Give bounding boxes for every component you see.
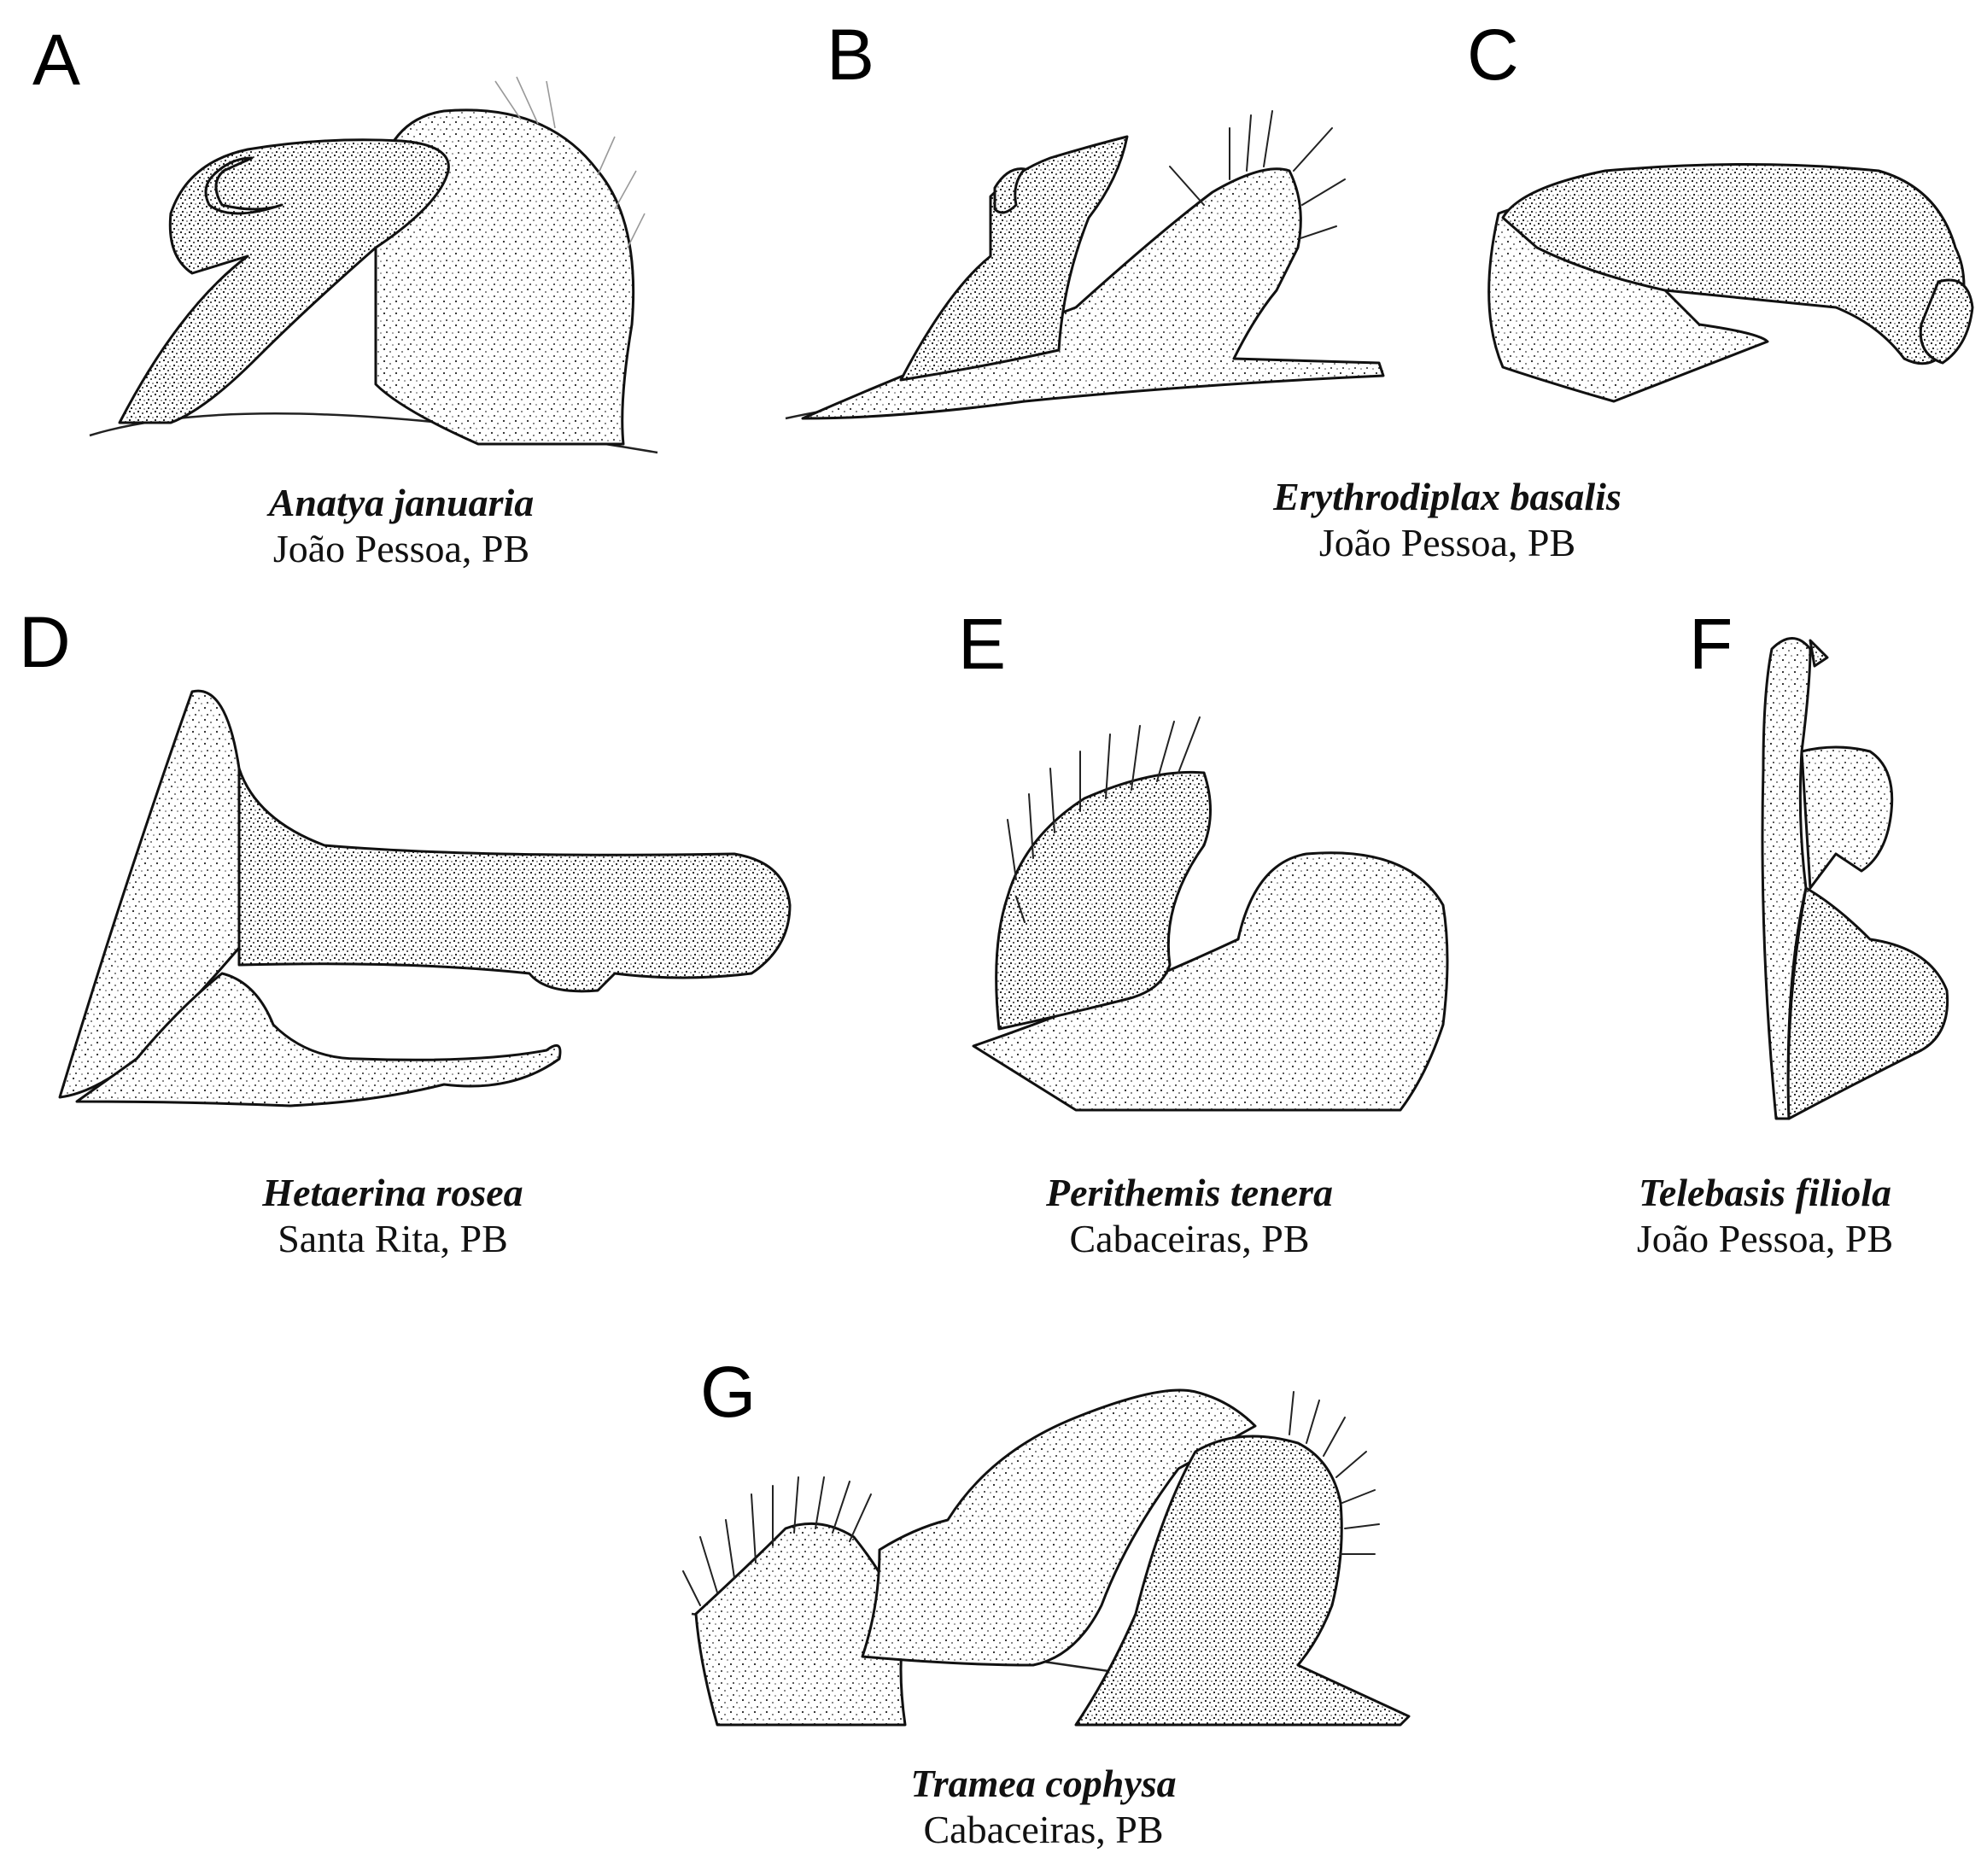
drawing-d-appendage-upper	[237, 767, 792, 993]
drawing-e-lobe	[972, 851, 1449, 1112]
drawing-c-tip	[1919, 278, 1974, 365]
panel-label-e: E	[958, 604, 1007, 684]
caption-a: Anatya januaria João Pessoa, PB	[145, 480, 657, 573]
caption-d-species: Hetaerina rosea	[262, 1171, 523, 1214]
drawing-e-appendage	[995, 770, 1212, 1031]
drawing-a-appendage	[118, 138, 450, 424]
drawing-a-setae	[494, 76, 646, 248]
caption-e-locality: Cabaceiras, PB	[1069, 1217, 1310, 1261]
drawing-f-tip	[1809, 639, 1829, 668]
caption-a-species: Anatya januaria	[268, 481, 535, 524]
drawing-g-right-lobe	[1074, 1435, 1411, 1727]
drawing-a-lobe	[374, 108, 635, 446]
caption-f-species: Telebasis filiola	[1638, 1171, 1891, 1214]
panel-label-d: D	[19, 602, 71, 682]
drawing-g	[682, 1388, 1411, 1727]
drawing-b	[785, 110, 1385, 420]
caption-g-species: Tramea cophysa	[910, 1762, 1177, 1805]
drawing-c	[1487, 163, 1974, 403]
panel-label-f: F	[1689, 604, 1733, 684]
caption-g: Tramea cophysa Cabaceiras, PB	[787, 1761, 1300, 1854]
drawing-b-hook	[993, 167, 1026, 214]
drawing-f	[1761, 637, 1949, 1120]
caption-bc: Erythrodiplax basalis João Pessoa, PB	[1191, 474, 1704, 567]
drawing-d	[58, 689, 792, 1107]
drawing-a-hook	[204, 156, 283, 215]
drawing-b-appendage	[899, 135, 1129, 382]
drawing-d-appendage-lower	[75, 972, 562, 1107]
panel-label-g: G	[700, 1352, 757, 1432]
drawing-a	[89, 76, 658, 454]
drawing-g-setae	[682, 1391, 1380, 1606]
drawing-e	[972, 716, 1449, 1112]
caption-bc-species: Erythrodiplax basalis	[1273, 475, 1622, 518]
caption-f-locality: João Pessoa, PB	[1636, 1217, 1894, 1261]
panel-label-b: B	[827, 15, 875, 95]
panel-label-a: A	[32, 20, 81, 100]
drawing-b-setae	[1169, 110, 1346, 240]
drawing-f-lower-lobe	[1786, 886, 1949, 1120]
caption-f: Telebasis filiola João Pessoa, PB	[1552, 1170, 1978, 1263]
caption-e-species: Perithemis tenera	[1045, 1171, 1334, 1214]
caption-d: Hetaerina rosea Santa Rita, PB	[137, 1170, 649, 1263]
caption-g-locality: Cabaceiras, PB	[923, 1808, 1164, 1852]
caption-a-locality: João Pessoa, PB	[272, 527, 530, 571]
drawing-g-appendage	[861, 1388, 1257, 1667]
caption-bc-locality: João Pessoa, PB	[1318, 521, 1576, 565]
caption-d-locality: Santa Rita, PB	[278, 1217, 508, 1261]
drawing-b-lobe	[801, 167, 1385, 420]
drawing-f-upper-lobe	[1800, 745, 1894, 890]
panel-label-c: C	[1467, 15, 1519, 95]
drawing-e-setae	[1007, 716, 1201, 923]
caption-e: Perithemis tenera Cabaceiras, PB	[933, 1170, 1446, 1263]
